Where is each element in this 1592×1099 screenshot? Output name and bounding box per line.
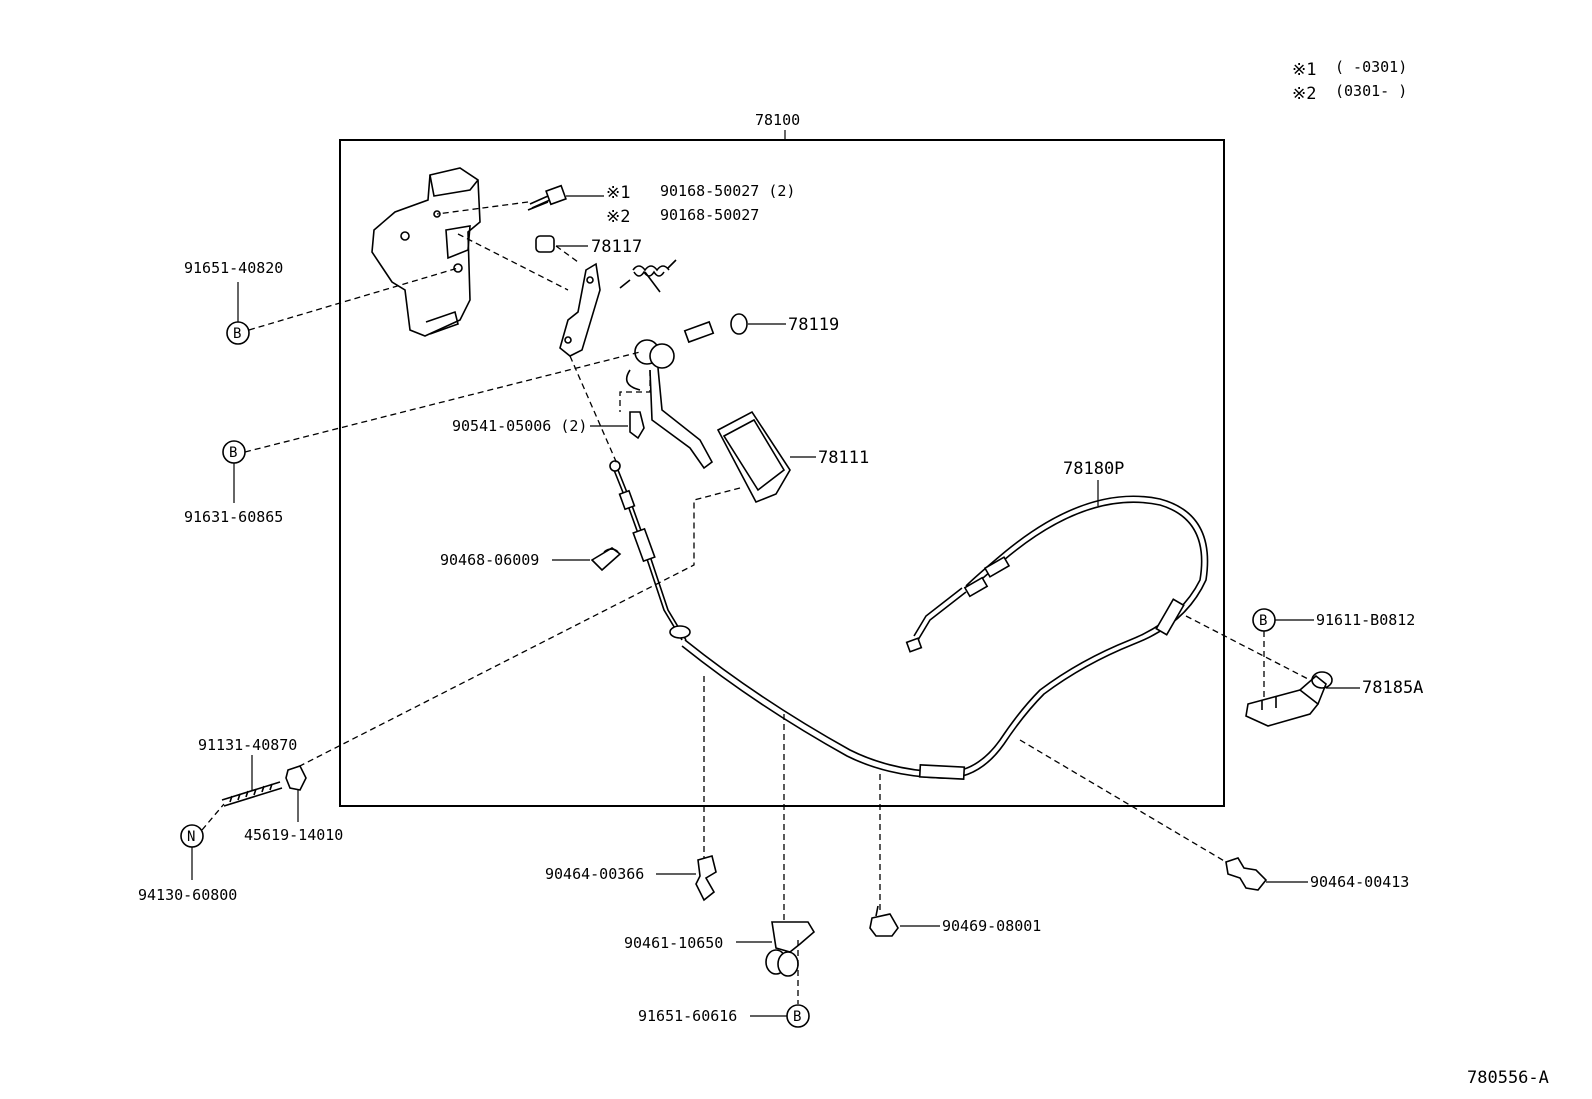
assembly-frame [339,139,1225,807]
marker-n-letter: N [187,829,195,845]
label-90461-10650: 90461-10650 [624,934,723,952]
label-94130-60800: 94130-60800 [138,886,237,904]
return-spring [619,259,677,293]
bolt-note2-mark: ※2 [606,207,630,227]
clip-90469 [869,905,940,937]
marker-b-2: B [222,440,246,464]
nut-45619 [285,765,307,822]
label-91631-60865: 91631-60865 [184,508,283,526]
bolt-91131 [221,781,283,807]
bracket-90461 [736,921,816,977]
marker-b-1: B [226,321,250,345]
marker-b-1-letter: B [233,326,241,342]
clamp-90464-00366 [656,855,717,902]
marker-b-4: B [1252,608,1276,632]
bolt-note1-part: 90168-50027 (2) [660,182,795,200]
pedal-bracket-housing [371,167,481,337]
legend-line2-range: (0301- ) [1335,82,1407,100]
accelerator-cable [609,460,1209,780]
figure-code: 780556-A [1467,1068,1549,1088]
marker-b-4-letter: B [1259,613,1267,629]
label-78117: 78117 [591,237,642,257]
label-90469-08001: 90469-08001 [942,917,1041,935]
pedal-arm-link [559,262,601,357]
label-90464-00366: 90464-00366 [545,865,644,883]
label-90541: 90541-05006 (2) [452,417,587,435]
label-78180P: 78180P [1063,459,1124,479]
assembly-number: 78100 [755,111,800,129]
label-78119: 78119 [788,315,839,335]
marker-b-3-letter: B [793,1009,801,1025]
marker-n: N [180,824,204,848]
marker-b-2-letter: B [229,445,237,461]
label-90468: 90468-06009 [440,551,539,569]
legend-line1-range: ( -0301) [1335,58,1407,76]
label-90464-00413: 90464-00413 [1310,873,1409,891]
bracket-78185A [1245,671,1360,727]
spacer-pin [683,320,715,344]
legend-line2-mark: ※2 [1292,84,1316,104]
label-91611-B0812: 91611-B0812 [1316,611,1415,629]
label-91651-40820: 91651-40820 [184,259,283,277]
pedal-lever [625,339,714,470]
marker-b-3: B [786,1004,810,1028]
label-78111: 78111 [818,448,869,468]
label-78185A: 78185A [1362,678,1423,698]
legend-line1-mark: ※1 [1292,60,1316,80]
clamp-90468 [552,547,622,572]
label-91651-60616: 91651-60616 [638,1007,737,1025]
pedal-pad-78111 [716,410,816,504]
bolt-note2-part: 90168-50027 [660,206,759,224]
label-45619-14010: 45619-14010 [244,826,343,844]
bushing-78117 [535,235,588,253]
bolt-90168 [527,184,604,211]
label-91131-40870: 91131-40870 [198,736,297,754]
bolt-note1-mark: ※1 [606,183,630,203]
clip-90541 [590,411,645,440]
clamp-90464-00413 [1225,857,1308,891]
washer-78119 [730,313,786,335]
